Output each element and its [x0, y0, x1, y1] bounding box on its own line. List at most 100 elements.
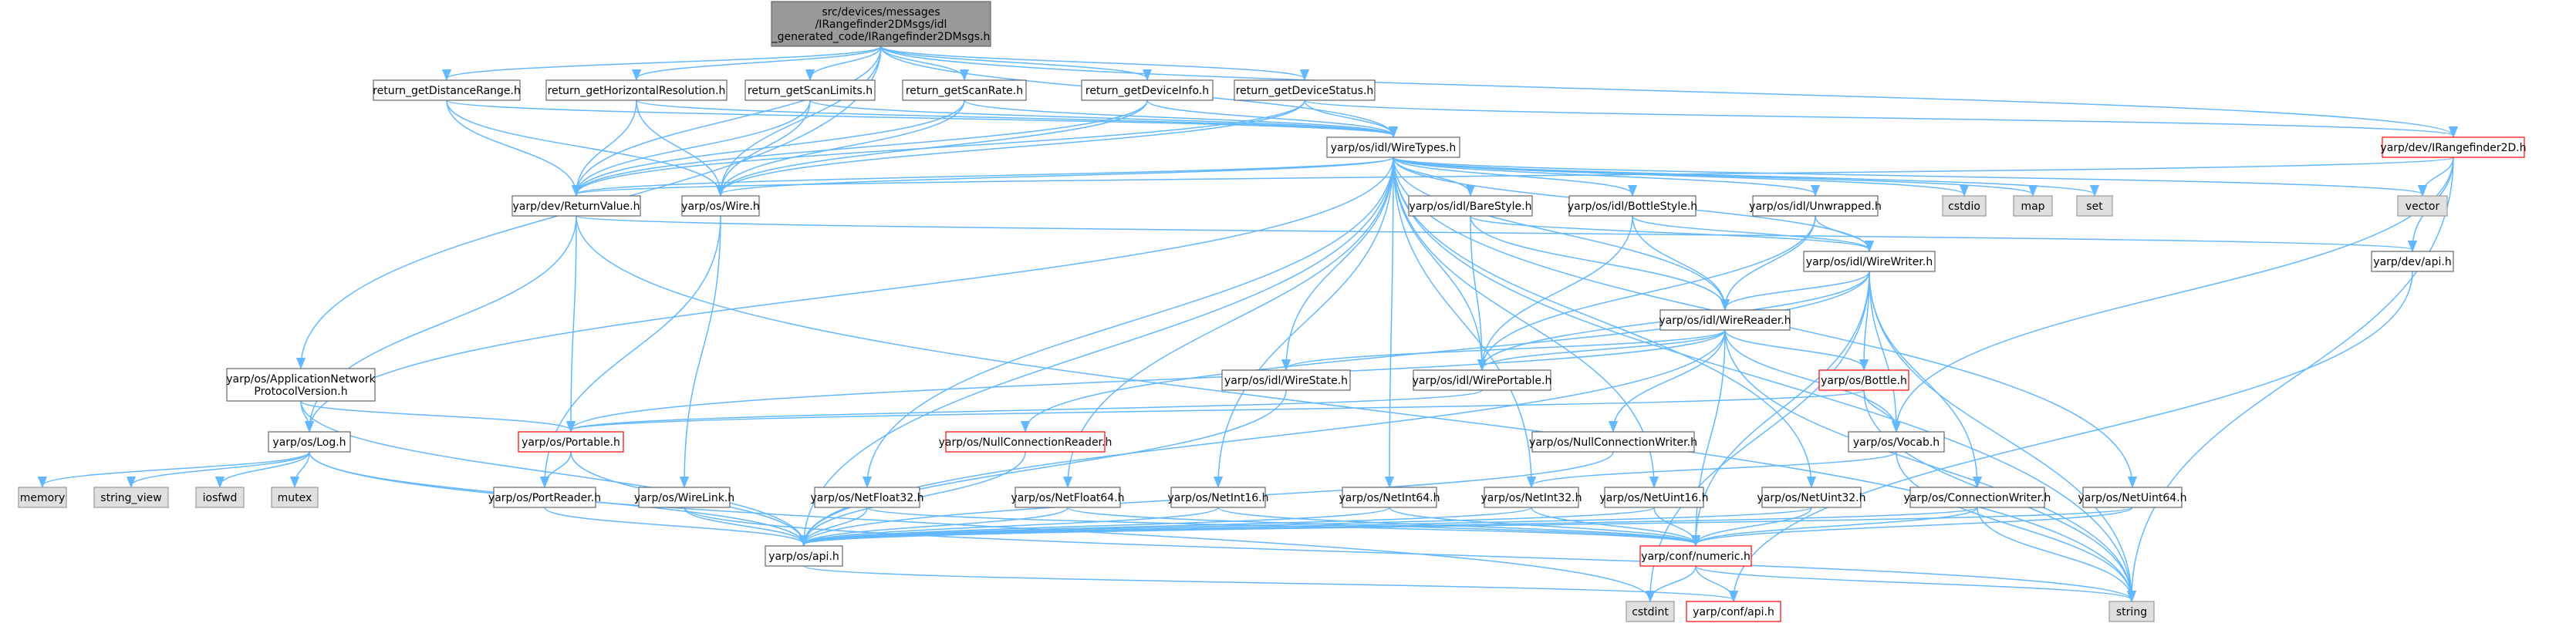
node-irangefinder[interactable]: yarp/dev/IRangefinder2D.h — [2380, 136, 2527, 158]
edge-ret_scanrate-to-wire — [721, 99, 965, 194]
edge-ret_distrange-to-wire — [446, 99, 721, 194]
edge-wireportable-to-portable — [571, 389, 1483, 430]
edge-ret_distrange-to-wiretypes — [446, 99, 1393, 136]
node-box-ret_scanrate — [902, 79, 1027, 101]
node-log[interactable]: yarp/os/Log.h — [268, 431, 351, 453]
node-box-wirereader — [1659, 309, 1791, 331]
node-nullconnwriter[interactable]: yarp/os/NullConnectionWriter.h — [1529, 431, 1697, 453]
node-label-root: /IRangefinder2DMsgs/idl — [815, 19, 947, 31]
node-box-cstdio — [1942, 195, 1987, 217]
node-bottlestyle[interactable]: yarp/os/idl/BottleStyle.h — [1568, 195, 1697, 217]
node-box-bottle — [1818, 369, 1909, 391]
node-appnet[interactable]: yarp/os/ApplicationNetworkProtocolVersio… — [226, 368, 376, 402]
node-barestyle[interactable]: yarp/os/idl/BareStyle.h — [1408, 195, 1533, 217]
node-box-ret_horizres — [545, 79, 728, 101]
node-label-nullconnwriter: yarp/os/NullConnectionWriter.h — [1529, 436, 1697, 449]
node-root[interactable]: src/devices/messages/IRangefinder2DMsgs/… — [771, 1, 991, 47]
edge-bottlestyle-to-wirereader — [1632, 215, 1725, 308]
node-ret_horizres[interactable]: return_getHorizontalResolution.h — [545, 79, 728, 101]
edge-osapi-to-confapi — [803, 565, 1734, 600]
edge-wiretypes-to-netuint32 — [1393, 157, 1811, 486]
node-netfloat32[interactable]: yarp/os/NetFloat32.h — [810, 487, 924, 508]
node-label-mutex: mutex — [278, 492, 312, 504]
node-label-ret_devinfo: return_getDeviceInfo.h — [1085, 85, 1209, 97]
node-osapi[interactable]: yarp/os/api.h — [765, 545, 843, 567]
edge-ret_scanlimits-to-wiretypes — [809, 99, 1393, 136]
node-label-wirewriter: yarp/os/idl/WireWriter.h — [1806, 256, 1933, 268]
node-box-wirestate — [1221, 369, 1351, 391]
node-box-set — [2076, 195, 2113, 217]
node-netfloat64[interactable]: yarp/os/NetFloat64.h — [1011, 487, 1125, 508]
node-label-log: yarp/os/Log.h — [272, 436, 346, 449]
edge-wirereader-to-nullconnwriter — [1613, 329, 1726, 430]
node-ret_scanrate[interactable]: return_getScanRate.h — [902, 79, 1027, 101]
node-map: map — [2013, 195, 2053, 217]
node-numeric[interactable]: yarp/conf/numeric.h — [1639, 545, 1752, 567]
node-label-root: _generated_code/IRangefinder2DMsgs.h — [771, 31, 991, 43]
edge-irangefinder-to-vector — [2422, 157, 2454, 194]
node-box-confapi — [1686, 601, 1781, 622]
node-label-set: set — [2086, 200, 2103, 213]
node-ret_devinfo[interactable]: return_getDeviceInfo.h — [1081, 79, 1214, 101]
edge-devapi-to-confapi — [1734, 271, 2413, 600]
node-vocab[interactable]: yarp/os/Vocab.h — [1848, 431, 1945, 453]
node-wiretypes[interactable]: yarp/os/idl/WireTypes.h — [1326, 136, 1460, 158]
node-box-connwriter — [1909, 487, 2045, 508]
node-box-numeric — [1639, 545, 1752, 567]
node-connwriter[interactable]: yarp/os/ConnectionWriter.h — [1904, 487, 2051, 508]
node-netint64[interactable]: yarp/os/NetInt64.h — [1339, 487, 1440, 508]
node-confapi[interactable]: yarp/conf/api.h — [1686, 601, 1781, 622]
edge-bottlestyle-to-wireportable — [1482, 215, 1633, 369]
node-portreader[interactable]: yarp/os/PortReader.h — [488, 487, 601, 508]
node-label-confapi: yarp/conf/api.h — [1693, 606, 1774, 618]
node-box-ret_devstatus — [1234, 79, 1376, 101]
node-returnvalue[interactable]: yarp/dev/ReturnValue.h — [511, 195, 641, 217]
edge-vocab-to-netint32 — [1531, 451, 1897, 486]
node-ret_distrange[interactable]: return_getDistanceRange.h — [373, 79, 521, 101]
edge-log-to-cstdint — [309, 451, 1650, 600]
node-box-wire — [681, 195, 760, 217]
edge-wiretypes-to-osapi — [804, 157, 1394, 544]
edge-wirelink-to-string — [684, 507, 2132, 600]
node-wirereader[interactable]: yarp/os/idl/WireReader.h — [1659, 309, 1791, 331]
node-label-netuint64: yarp/os/NetUint64.h — [2078, 492, 2186, 504]
node-bottle[interactable]: yarp/os/Bottle.h — [1818, 369, 1909, 391]
node-label-ret_scanlimits: return_getScanLimits.h — [748, 85, 873, 97]
node-netint16[interactable]: yarp/os/NetInt16.h — [1167, 487, 1269, 508]
node-netuint16[interactable]: yarp/os/NetUint16.h — [1599, 487, 1709, 508]
node-label-barestyle: yarp/os/idl/BareStyle.h — [1410, 200, 1532, 213]
node-box-appnet — [226, 368, 376, 402]
node-devapi[interactable]: yarp/dev/api.h — [2371, 251, 2454, 272]
node-box-netuint64 — [2082, 487, 2183, 508]
node-unwrapped[interactable]: yarp/os/idl/Unwrapped.h — [1749, 195, 1882, 217]
node-label-ret_horizres: return_getHorizontalResolution.h — [548, 85, 726, 97]
node-netuint64[interactable]: yarp/os/NetUint64.h — [2078, 487, 2187, 508]
edge-barestyle-to-wireportable — [1470, 215, 1482, 369]
edge-log-to-mutex — [295, 451, 310, 486]
edge-barestyle-to-wirewriter — [1470, 215, 1869, 250]
node-label-connwriter: yarp/os/ConnectionWriter.h — [1904, 492, 2051, 504]
node-wirewriter[interactable]: yarp/os/idl/WireWriter.h — [1803, 251, 1936, 272]
edge-wiretypes-to-wirereader — [1393, 157, 1725, 308]
node-wire[interactable]: yarp/os/Wire.h — [681, 195, 760, 217]
node-netint32[interactable]: yarp/os/NetInt32.h — [1480, 487, 1582, 508]
edge-wirewriter-to-cstdint — [1650, 271, 1870, 600]
node-box-cstdint — [1626, 601, 1675, 622]
node-wirestate[interactable]: yarp/os/idl/WireState.h — [1221, 369, 1351, 391]
node-wireportable[interactable]: yarp/os/idl/WirePortable.h — [1413, 369, 1552, 391]
edge-netint32-to-osapi — [804, 507, 1532, 544]
node-ret_devstatus[interactable]: return_getDeviceStatus.h — [1234, 79, 1376, 101]
node-box-wiretypes — [1326, 136, 1460, 158]
node-nullconnreader[interactable]: yarp/os/NullConnectionReader.h — [939, 431, 1112, 453]
node-portable[interactable]: yarp/os/Portable.h — [518, 431, 624, 453]
node-netuint32[interactable]: yarp/os/NetUint32.h — [1757, 487, 1866, 508]
node-ret_scanlimits[interactable]: return_getScanLimits.h — [744, 79, 876, 101]
edge-irangefinder-to-string — [2132, 157, 2454, 600]
edge-unwrapped-to-wireportable — [1482, 215, 1816, 369]
node-box-memory — [18, 487, 67, 508]
edge-netuint32-to-osapi — [804, 507, 1812, 544]
node-wirelink[interactable]: yarp/os/WireLink.h — [634, 487, 734, 508]
node-label-root: src/devices/messages — [822, 6, 940, 19]
